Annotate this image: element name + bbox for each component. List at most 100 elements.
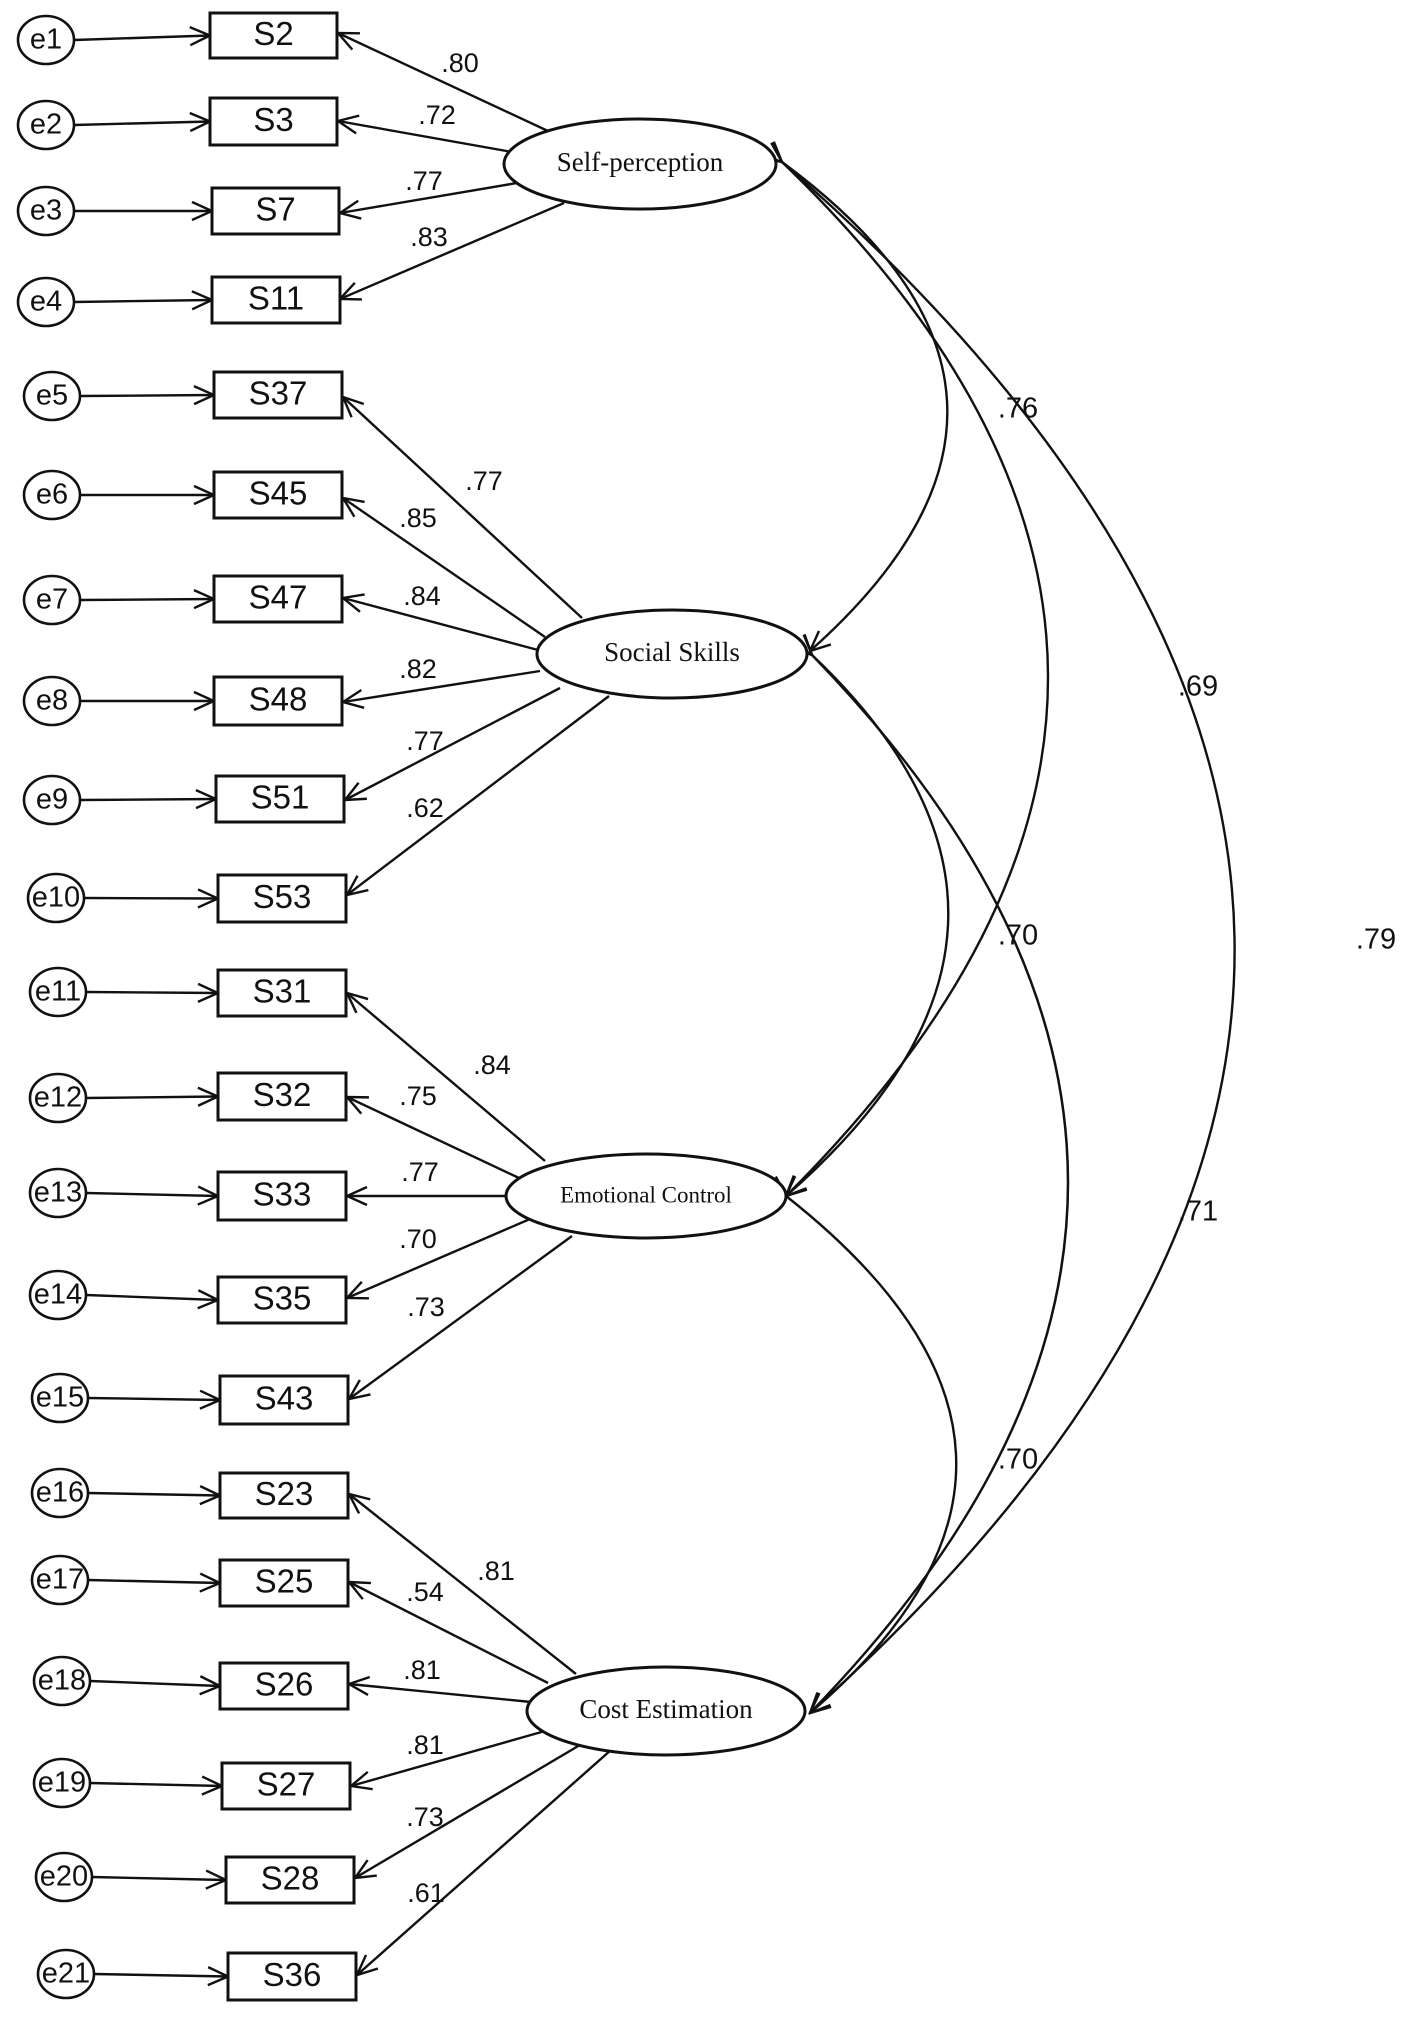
loading-label-s36: .61 <box>407 1878 445 1908</box>
factor-label-emotional-control: Emotional Control <box>560 1182 732 1207</box>
loading-path-s48 <box>343 669 541 702</box>
error-path-e14 <box>85 1295 218 1300</box>
indicator-box-s7 <box>210 186 341 236</box>
error-node-e15 <box>30 1372 90 1424</box>
corr-emotional-control-cost-estimation-arc <box>786 1196 958 1713</box>
error-path-e20 <box>91 1877 226 1880</box>
loading-label-s32: .75 <box>399 1081 437 1111</box>
error-node-e18 <box>32 1655 92 1707</box>
error-label-e4: e4 <box>30 286 62 318</box>
indicator-label-s32: S32 <box>253 1076 312 1113</box>
indicator-label-s27: S27 <box>257 1766 316 1803</box>
error-label-e14: e14 <box>34 1279 82 1311</box>
loading-path-s47 <box>343 598 539 652</box>
indicator-label-s37: S37 <box>249 375 308 412</box>
corr-self-perception-social-skills-arc <box>782 162 949 651</box>
error-label-e19: e19 <box>38 1767 86 1799</box>
error-label-e21: e21 <box>42 1958 90 1990</box>
error-label-e11: e11 <box>35 976 81 1008</box>
loading-label-s28: .73 <box>406 1802 444 1832</box>
indicator-label-s26: S26 <box>255 1666 314 1703</box>
factor-label-social-skills: Social Skills <box>604 637 740 667</box>
error-label-e8: e8 <box>36 685 68 717</box>
loading-path-s27 <box>351 1729 546 1786</box>
loading-path-s36 <box>357 1741 621 1975</box>
error-label-e20: e20 <box>40 1861 88 1893</box>
error-path-e4 <box>73 300 212 302</box>
error-node-e17 <box>30 1554 90 1606</box>
loading-label-s45: .85 <box>399 503 437 533</box>
indicator-label-s53: S53 <box>253 878 312 915</box>
indicator-label-s48: S48 <box>249 681 308 718</box>
error-node-e7 <box>22 574 82 626</box>
indicator-label-s51: S51 <box>251 779 310 816</box>
indicator-label-s36: S36 <box>263 1956 322 1993</box>
error-node-e19 <box>32 1757 92 1809</box>
loading-label-s35: .70 <box>399 1224 437 1254</box>
error-path-e12 <box>85 1097 218 1099</box>
indicator-label-s11: S11 <box>248 280 304 317</box>
loading-path-s31 <box>347 993 546 1162</box>
error-label-e12: e12 <box>34 1082 82 1114</box>
error-node-e12 <box>28 1072 88 1124</box>
error-label-e3: e3 <box>30 195 62 227</box>
error-label-e13: e13 <box>34 1177 82 1209</box>
error-path-e13 <box>85 1193 218 1196</box>
indicator-box-s31 <box>216 968 348 1018</box>
indicator-label-s7: S7 <box>255 191 295 228</box>
indicator-box-s48 <box>212 675 344 727</box>
indicator-box-s28 <box>224 1855 356 1905</box>
loading-path-s26 <box>349 1684 532 1704</box>
error-node-e2 <box>16 99 76 151</box>
corr-self-perception-cost-estimation-arc <box>782 162 1236 1713</box>
loading-path-s25 <box>349 1582 549 1685</box>
error-path-e18 <box>89 1681 220 1686</box>
error-path-e9 <box>79 799 216 800</box>
indicator-box-s26 <box>218 1661 350 1711</box>
error-node-e21 <box>36 1948 96 2000</box>
error-label-e6: e6 <box>36 479 68 511</box>
error-node-e13 <box>28 1167 88 1219</box>
loading-path-s32 <box>347 1097 520 1180</box>
indicator-label-s28: S28 <box>261 1860 320 1897</box>
loading-label-s31: .84 <box>473 1050 511 1080</box>
loading-label-s23: .81 <box>477 1556 515 1586</box>
error-node-e16 <box>30 1467 90 1519</box>
loading-label-s51: .77 <box>406 726 444 756</box>
corr-self-perception-social-skills-label: .76 <box>998 393 1038 425</box>
indicator-box-s47 <box>212 574 344 624</box>
error-node-e20 <box>34 1851 94 1903</box>
indicator-label-s47: S47 <box>249 579 308 616</box>
indicator-box-s51 <box>214 774 346 824</box>
indicator-box-s25 <box>218 1558 350 1608</box>
loading-label-s48: .82 <box>399 654 437 684</box>
loading-path-s11 <box>340 201 565 299</box>
loading-label-s33: .77 <box>401 1157 439 1187</box>
loading-label-s26: .81 <box>403 1655 441 1685</box>
factor-label-self-perception: Self-perception <box>557 147 724 177</box>
error-path-e1 <box>73 36 210 41</box>
error-node-e1 <box>16 14 76 66</box>
loading-label-s2: .80 <box>441 48 479 78</box>
error-path-e16 <box>87 1493 220 1496</box>
error-node-e6 <box>22 469 82 521</box>
corr-self-perception-cost-estimation-label: .79 <box>1356 924 1396 956</box>
error-label-e9: e9 <box>36 784 68 816</box>
indicator-box-s37 <box>212 370 344 420</box>
loading-path-s23 <box>349 1494 577 1675</box>
error-node-e8 <box>22 675 82 727</box>
factor-node-social-skills <box>535 608 809 700</box>
corr-self-perception-emotional-control-label: .69 <box>1178 671 1218 703</box>
error-label-e17: e17 <box>36 1564 84 1596</box>
loading-path-s7 <box>340 181 518 213</box>
corr-social-skills-emotional-control-arc <box>786 655 950 1196</box>
loading-label-s3: .72 <box>418 100 456 130</box>
loading-path-s53 <box>347 695 610 895</box>
error-path-e5 <box>79 395 214 396</box>
factor-node-cost-estimation <box>525 1665 807 1757</box>
error-path-e21 <box>93 1974 228 1977</box>
indicator-label-s31: S31 <box>253 973 312 1010</box>
indicator-box-s43 <box>218 1374 350 1426</box>
corr-social-skills-emotional-control-label: .70 <box>998 920 1038 952</box>
error-label-e1: e1 <box>30 24 62 56</box>
